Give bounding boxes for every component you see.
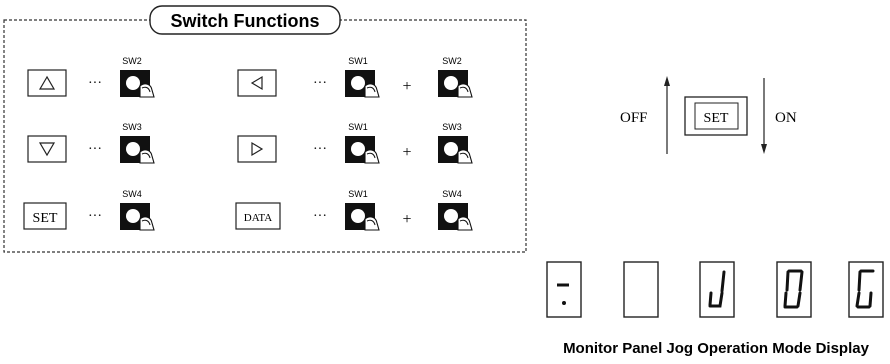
dots: ··· xyxy=(88,76,102,91)
digit-cell xyxy=(848,261,884,318)
plus-sign: + xyxy=(402,211,411,228)
press-button-icon xyxy=(120,203,155,231)
switch-label: SW1 xyxy=(348,122,368,132)
switch-label: SW2 xyxy=(122,56,142,66)
press-button-icon xyxy=(438,70,473,98)
switch-label: SW3 xyxy=(122,122,142,132)
press-button-icon xyxy=(345,203,380,231)
monitor-panel: Monitor Panel Jog Operation Mode Display xyxy=(546,261,884,357)
set-key-label: SET xyxy=(704,111,729,126)
switch-row-down: ··· SW3 ··· SW1 + SW3 xyxy=(27,122,473,164)
up-triangle-icon xyxy=(38,75,56,90)
switch-row-set: SET ··· SW4 DATA ··· SW1 + SW4 xyxy=(23,189,473,231)
dots: ··· xyxy=(313,76,327,91)
set-key-inner xyxy=(694,102,739,130)
switch-row-up: ··· SW2 ··· SW1 + SW2 xyxy=(27,56,473,98)
up-key[interactable] xyxy=(27,69,67,97)
right-key[interactable] xyxy=(237,135,277,163)
set-onoff-diagram: OFF SET ON xyxy=(620,76,797,154)
press-button-icon xyxy=(438,136,473,164)
digit-cell xyxy=(699,261,735,318)
press-button-icon xyxy=(120,136,155,164)
press-button-icon xyxy=(345,70,380,98)
plus-sign: + xyxy=(402,78,411,95)
dots: ··· xyxy=(88,142,102,157)
switch-label: SW3 xyxy=(442,122,462,132)
down-arrow-icon xyxy=(761,144,767,154)
digit-cell xyxy=(623,261,659,318)
up-arrow-icon xyxy=(664,76,670,86)
dots: ··· xyxy=(313,142,327,157)
switch-label: SW2 xyxy=(442,56,462,66)
off-label: OFF xyxy=(620,110,648,126)
set-key[interactable] xyxy=(23,202,67,230)
data-key[interactable] xyxy=(235,202,281,230)
decimal-point xyxy=(562,301,566,305)
down-key[interactable] xyxy=(27,135,67,163)
on-label: ON xyxy=(775,110,797,126)
digit-segments xyxy=(855,269,875,309)
left-key[interactable] xyxy=(237,69,277,97)
press-button-icon xyxy=(345,136,380,164)
digit-segments xyxy=(708,270,726,308)
monitor-caption: Monitor Panel Jog Operation Mode Display xyxy=(563,340,870,357)
set-key-label: SET xyxy=(33,211,58,226)
digit-segments xyxy=(783,269,804,309)
dots: ··· xyxy=(88,209,102,224)
right-triangle-icon xyxy=(251,141,264,157)
dots: ··· xyxy=(313,209,327,224)
digit-cell xyxy=(546,261,582,318)
switch-functions-panel: Switch Functions xyxy=(3,5,527,253)
press-button-icon xyxy=(120,70,155,98)
down-triangle-icon xyxy=(38,142,56,157)
left-triangle-icon xyxy=(250,75,263,91)
digit-cell xyxy=(776,261,812,318)
switch-label: SW4 xyxy=(442,189,462,199)
data-key-label: DATA xyxy=(244,212,273,224)
panel-title: Switch Functions xyxy=(170,11,319,31)
switch-label: SW1 xyxy=(348,56,368,66)
panel-title-tab xyxy=(149,5,341,35)
switch-label: SW1 xyxy=(348,189,368,199)
switch-label: SW4 xyxy=(122,189,142,199)
plus-sign: + xyxy=(402,144,411,161)
press-button-icon xyxy=(438,203,473,231)
